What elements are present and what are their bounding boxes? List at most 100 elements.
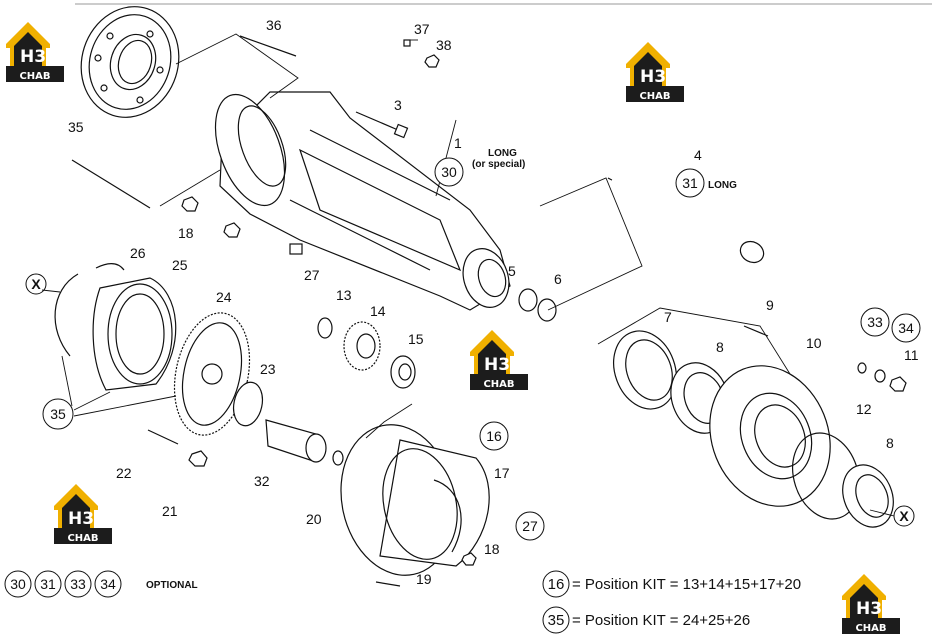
circle-30: 30 xyxy=(434,157,464,187)
label-19: 19 xyxy=(416,571,432,587)
optional-circle-31: 31 xyxy=(40,576,56,592)
label-10: 10 xyxy=(806,335,822,351)
part-20-washer xyxy=(332,450,344,466)
part-4-drive-shaft xyxy=(607,177,765,264)
circle-33: 33 xyxy=(860,307,890,337)
svg-text:30: 30 xyxy=(441,164,457,180)
part-13-ring xyxy=(317,317,333,339)
part-1-axle-housing xyxy=(214,91,511,311)
kit-16: 16 = Position KIT = 13+14+15+17+20 xyxy=(542,570,801,598)
logo-bottom-left: H3 CHAB xyxy=(54,484,112,544)
part-14-gear xyxy=(343,321,381,371)
part-6-ring xyxy=(537,298,557,322)
part-3-bolt xyxy=(355,111,409,139)
circle-x-left: X xyxy=(25,273,47,295)
part-27-plug xyxy=(289,243,303,255)
note-long-shaft: LONG xyxy=(708,180,737,191)
part-21-nut xyxy=(188,450,208,467)
logo-caption: CHAB xyxy=(67,533,98,544)
logo-mark: H3 xyxy=(484,355,510,375)
optional-circle-33: 33 xyxy=(70,576,86,592)
circle-34: 34 xyxy=(891,313,921,343)
part-19-screw xyxy=(375,581,401,587)
part-7-seal xyxy=(613,330,677,410)
label-21: 21 xyxy=(162,503,178,519)
svg-text:35: 35 xyxy=(50,406,66,422)
label-12: 12 xyxy=(856,401,872,417)
logo-top-right: H3 CHAB xyxy=(626,42,684,102)
label-23: 23 xyxy=(260,361,276,377)
note-long: LONG xyxy=(488,148,517,159)
svg-text:27: 27 xyxy=(522,518,538,534)
logo-center: H3 CHAB xyxy=(470,330,528,390)
circle-16: 16 xyxy=(479,421,509,451)
label-9: 9 xyxy=(766,297,774,313)
logo-caption: CHAB xyxy=(483,379,514,390)
label-13: 13 xyxy=(336,287,352,303)
label-39: 38 xyxy=(436,37,452,53)
label-37: 36 xyxy=(266,17,282,33)
part-33-washer xyxy=(857,362,867,374)
part-38-pin xyxy=(403,39,411,47)
part-23-plate xyxy=(232,381,264,427)
part-11-nut xyxy=(889,376,907,392)
label-3: 3 xyxy=(394,97,402,113)
optional-circle-30: 30 xyxy=(10,576,26,592)
kit-35: 35 = Position KIT = 24+25+26 xyxy=(542,606,750,634)
part-18-nut-b xyxy=(223,222,241,238)
part-9-bolt xyxy=(743,325,769,337)
kit-35-circle: 35 xyxy=(548,612,565,629)
label-18a: 18 xyxy=(178,225,194,241)
label-20: 20 xyxy=(306,511,322,527)
logo-bottom-right: H3 CHAB xyxy=(842,574,900,634)
label-14: 14 xyxy=(370,303,386,319)
label-27: 27 xyxy=(304,267,320,283)
part-18-nut-a xyxy=(181,196,199,212)
circle-x-right: X xyxy=(893,505,915,527)
label-24: 24 xyxy=(216,289,232,305)
logo-caption: CHAB xyxy=(19,71,50,82)
kit-16-circle: 16 xyxy=(548,576,565,593)
svg-text:34: 34 xyxy=(898,320,914,336)
kit-16-text: = Position KIT = 13+14+15+17+20 xyxy=(572,576,801,593)
part-32-shaft xyxy=(265,419,327,463)
logo-top-left: H3 CHAB xyxy=(6,22,64,82)
logo-mark: H3 xyxy=(640,67,666,87)
part-5-ring xyxy=(518,288,538,312)
part-8-bearing-b xyxy=(842,464,894,528)
optional-circle-34: 34 xyxy=(100,576,116,592)
part-25-ring-gear xyxy=(92,277,177,391)
label-5: 5 xyxy=(508,263,516,279)
part-24-gear xyxy=(173,312,251,436)
part-10-hub xyxy=(709,365,831,507)
part-22-stud xyxy=(147,429,179,445)
part-16-carrier xyxy=(340,424,490,576)
label-8a: 8 xyxy=(716,339,724,355)
label-1: 1 xyxy=(454,135,462,151)
label-38: 37 xyxy=(414,21,430,37)
label-25: 25 xyxy=(172,257,188,273)
label-17: 17 xyxy=(494,465,510,481)
svg-text:X: X xyxy=(899,508,909,524)
logo-mark: H3 xyxy=(856,599,882,619)
label-11: 11 xyxy=(904,347,919,363)
label-36: 35 xyxy=(68,119,84,135)
label-4: 4 xyxy=(694,147,702,163)
part-37-stud xyxy=(239,35,297,57)
circle-35: 35 xyxy=(42,398,74,430)
label-6: 6 xyxy=(554,271,562,287)
logo-mark: H3 xyxy=(68,509,94,529)
label-32: 32 xyxy=(254,473,270,489)
circle-27: 27 xyxy=(515,511,545,541)
label-26: 26 xyxy=(130,245,146,261)
svg-text:X: X xyxy=(31,276,41,292)
logo-caption: CHAB xyxy=(639,91,670,102)
svg-text:33: 33 xyxy=(867,314,883,330)
note-or-special: (or special) xyxy=(472,159,525,170)
label-18b: 18 xyxy=(484,541,500,557)
optional-label: OPTIONAL xyxy=(146,580,198,591)
label-8b: 8 xyxy=(886,435,894,451)
circle-31: 31 xyxy=(675,168,705,198)
part-26-snap-ring-b xyxy=(95,263,125,271)
